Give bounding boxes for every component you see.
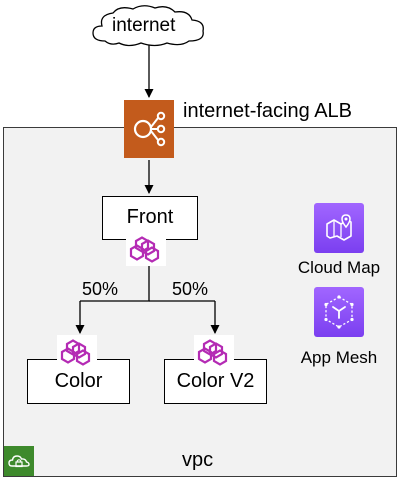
- alb-icon: [124, 100, 174, 158]
- vpc-label: vpc: [182, 449, 214, 471]
- front-label: Front: [126, 206, 174, 228]
- app-mesh-label: App Mesh: [300, 348, 378, 367]
- app-mesh-virtual-node-icon: [194, 335, 234, 369]
- colorv2-label: Color V2: [176, 370, 255, 392]
- app-mesh-virtual-node-icon: [57, 335, 97, 369]
- alb-label: internet-facing ALB: [183, 100, 352, 122]
- vpc-lock-cloud-icon: [4, 446, 34, 476]
- cloud-map-label: Cloud Map: [297, 258, 381, 277]
- color-label: Color: [54, 370, 103, 392]
- split-left-label: 50%: [82, 279, 119, 299]
- internet-label: internet: [112, 15, 176, 36]
- app-mesh-icon: [314, 287, 364, 337]
- app-mesh-virtual-node-icon: [126, 232, 166, 266]
- cloud-map-icon: [314, 203, 364, 253]
- internet-cloud: [92, 5, 204, 47]
- split-right-label: 50%: [172, 279, 209, 299]
